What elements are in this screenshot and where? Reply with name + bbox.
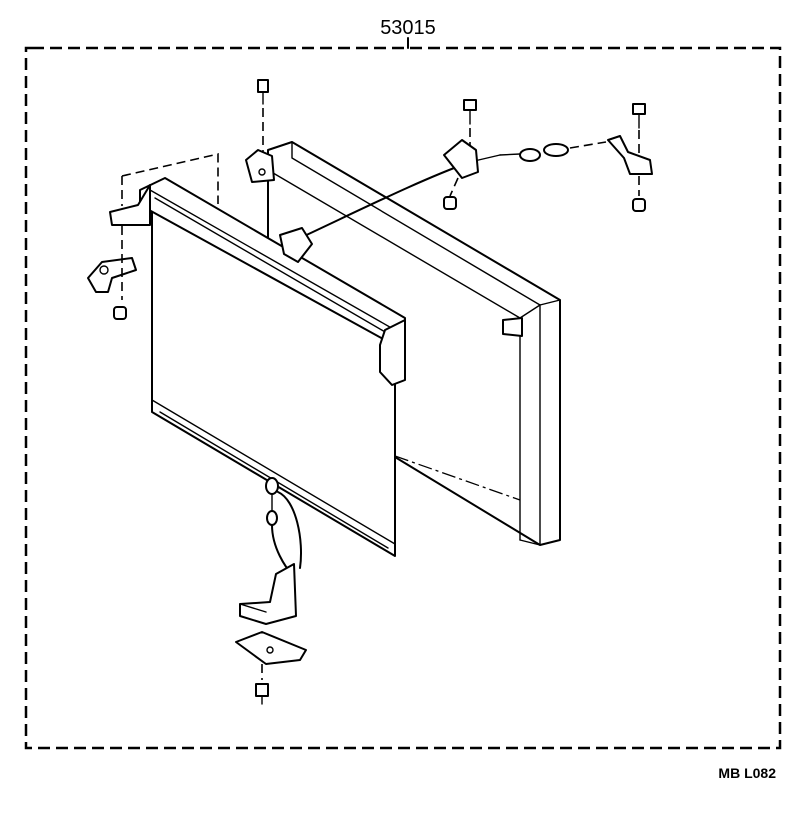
cable-guide-bracket[interactable]: [279, 227, 313, 263]
right-upper-bracket[interactable]: [607, 135, 653, 175]
upper-cable[interactable]: [299, 143, 569, 239]
lower-bracket[interactable]: [239, 563, 297, 625]
left-nut[interactable]: [113, 306, 127, 320]
cable-clamp-bracket[interactable]: [443, 139, 479, 179]
upper-left-bracket[interactable]: [245, 149, 275, 183]
assembly-boundary-frame: [24, 46, 782, 750]
lower-mount-plate[interactable]: [235, 631, 307, 665]
clamp-nut[interactable]: [443, 196, 457, 210]
upper-bolt-3[interactable]: [632, 103, 646, 129]
right-nut[interactable]: [632, 198, 646, 212]
upper-left-dash-frame: [121, 152, 219, 206]
upper-bolt-2[interactable]: [463, 99, 477, 125]
lower-pull-cable[interactable]: [265, 477, 302, 575]
clamp-nut-dash: [449, 177, 459, 197]
upper-bolt-1[interactable]: [257, 79, 269, 105]
roller-shutter[interactable]: [109, 177, 406, 557]
alignment-centerline: [394, 455, 521, 501]
cable-end-dash: [569, 141, 607, 149]
footer-code: MB L082: [718, 765, 776, 781]
lower-bolt[interactable]: [255, 683, 269, 705]
part-number-label[interactable]: 53015: [380, 17, 436, 39]
left-lower-bracket[interactable]: [87, 257, 137, 293]
